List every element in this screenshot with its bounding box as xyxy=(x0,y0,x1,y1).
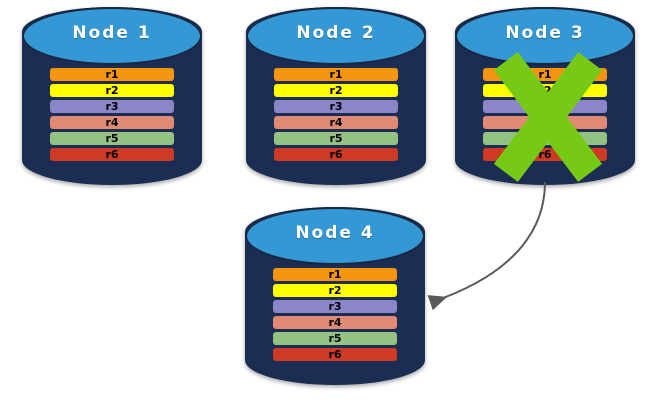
node-4-label: Node 4 xyxy=(295,223,375,243)
node-4-row-r4: r4 xyxy=(273,316,397,329)
node-1-row-r4: r4 xyxy=(50,116,174,129)
node-2-row-r4: r4 xyxy=(274,116,398,129)
node-1-row-r6: r6 xyxy=(50,148,174,161)
node-1-row-r5: r5 xyxy=(50,132,174,145)
node-3[interactable]: Node 3 r1 r2 r3 r4 r5 r6 xyxy=(455,7,635,185)
node-2-row-r6: r6 xyxy=(274,148,398,161)
node-1-label: Node 1 xyxy=(72,23,152,43)
node-2-row-r1: r1 xyxy=(274,68,398,81)
node-3-row-r4: r4 xyxy=(483,116,607,129)
node-2-label: Node 2 xyxy=(296,23,376,43)
node-1-row-r3: r3 xyxy=(50,100,174,113)
node-2-row-r3: r3 xyxy=(274,100,398,113)
node-4-row-r1: r1 xyxy=(273,268,397,281)
node-2-rows: r1 r2 r3 r4 r5 r6 xyxy=(274,68,398,161)
node-4-row-r2: r2 xyxy=(273,284,397,297)
node-3-row-r1: r1 xyxy=(483,68,607,81)
node-4-row-r3: r3 xyxy=(273,300,397,313)
node-2-cylinder-top xyxy=(246,7,426,65)
node-1-row-r2: r2 xyxy=(50,84,174,97)
node-4-cylinder-top xyxy=(245,207,425,265)
node-3-label: Node 3 xyxy=(505,23,585,43)
node-2-row-r2: r2 xyxy=(274,84,398,97)
node-1-row-r1: r1 xyxy=(50,68,174,81)
node-1-cylinder-top xyxy=(22,7,202,65)
node-4[interactable]: Node 4 r1 r2 r3 r4 r5 r6 xyxy=(245,207,425,385)
node-1[interactable]: Node 1 r1 r2 r3 r4 r5 r6 xyxy=(22,7,202,185)
node-4-row-r5: r5 xyxy=(273,332,397,345)
node-3-row-r5: r5 xyxy=(483,132,607,145)
node-3-row-r3: r3 xyxy=(483,100,607,113)
replication-arrow-path xyxy=(427,181,546,311)
node-4-row-r6: r6 xyxy=(273,348,397,361)
node-2-row-r5: r5 xyxy=(274,132,398,145)
node-3-row-r2: r2 xyxy=(483,84,607,97)
node-3-row-r6: r6 xyxy=(483,148,607,161)
node-4-rows: r1 r2 r3 r4 r5 r6 xyxy=(273,268,397,361)
node-2[interactable]: Node 2 r1 r2 r3 r4 r5 r6 xyxy=(246,7,426,185)
node-3-rows: r1 r2 r3 r4 r5 r6 xyxy=(483,68,607,161)
node-1-rows: r1 r2 r3 r4 r5 r6 xyxy=(50,68,174,161)
